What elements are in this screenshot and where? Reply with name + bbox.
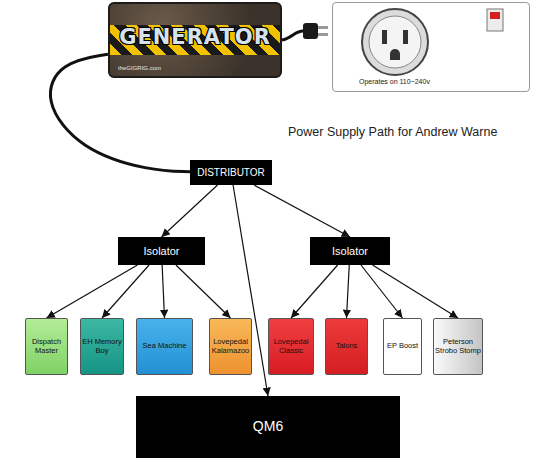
pedal-box: Lovepedal Kalamazoo	[209, 318, 252, 375]
power-arrow	[347, 265, 350, 318]
node-label: EP Boost	[387, 342, 418, 350]
pedal-box: Talons	[325, 318, 368, 375]
power-arrow	[361, 265, 403, 318]
node-label: DISTRIBUTOR	[197, 167, 265, 178]
qm6-box: QM6	[136, 396, 400, 458]
power-arrow	[47, 265, 138, 318]
pedal-box: Lovepedal Classic	[268, 318, 314, 375]
pedal-box: Sea Machine	[136, 318, 193, 375]
diagram-title: Power Supply Path for Andrew Warne	[288, 125, 497, 139]
node-label: QM6	[253, 419, 283, 434]
pedal-box: Peterson Strobo Stomp	[433, 318, 483, 375]
distributor-box: DISTRIBUTOR	[190, 160, 272, 185]
node-label: Peterson Strobo Stomp	[435, 338, 481, 355]
pedal-box: EH Memory Boy	[80, 318, 124, 375]
power-arrow	[176, 265, 231, 318]
node-label: Lovepedal Classic	[270, 338, 312, 355]
node-label: Isolator	[332, 245, 368, 257]
pedal-box: EP Boost	[383, 318, 422, 375]
power-outlet: Operates on 110~240v	[332, 2, 530, 92]
node-label: GENERATOR	[110, 25, 280, 55]
isolator-box: Isolator	[118, 237, 205, 265]
power-arrow	[291, 265, 338, 318]
node-label: Sea Machine	[143, 342, 187, 350]
power-arrow	[162, 265, 164, 318]
node-label: Lovepedal Kalamazoo	[211, 338, 250, 355]
node-label: Dispatch Master	[27, 338, 66, 355]
node-sublabel: theGIGRIG.com	[118, 65, 161, 72]
plug-symbol	[303, 23, 328, 39]
generator-unit: GENERATOR theGIGRIG.com	[108, 2, 282, 78]
node-label: Operates on 110~240v	[359, 78, 430, 86]
pedal-box: Dispatch Master	[25, 318, 68, 375]
node-label: Isolator	[143, 245, 179, 257]
node-label: EH Memory Boy	[82, 338, 122, 355]
node-label: Talons	[336, 342, 358, 350]
power-arrow	[373, 265, 458, 318]
power-arrow	[162, 185, 218, 237]
power-arrow	[102, 265, 149, 318]
power-cord	[282, 31, 304, 40]
power-arrow	[254, 185, 350, 237]
isolator-box: Isolator	[310, 237, 390, 265]
outlet-panel	[332, 2, 530, 92]
